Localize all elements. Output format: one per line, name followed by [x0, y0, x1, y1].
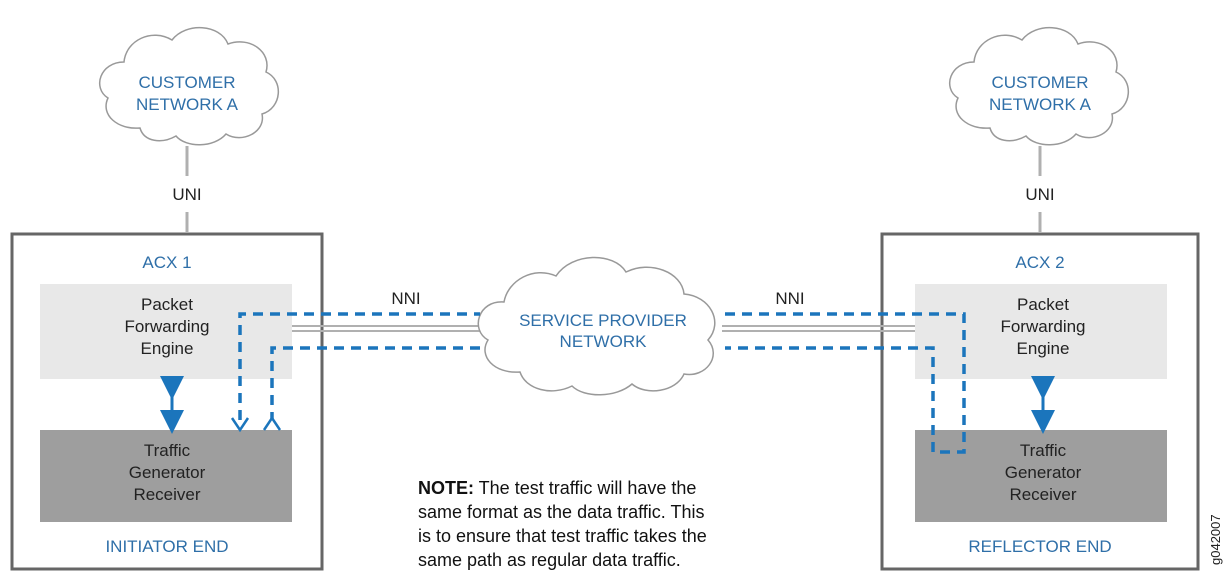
- right-tgr-block: [915, 430, 1167, 522]
- service-provider-line2: NETWORK: [560, 332, 648, 351]
- left-customer-cloud: CUSTOMER NETWORK A: [98, 26, 280, 146]
- note-line1-rest: The test traffic will have the: [474, 478, 696, 498]
- note-line3: is to ensure that test traffic takes the: [418, 526, 707, 546]
- left-nni-label: NNI: [391, 289, 420, 308]
- right-device-title: ACX 2: [1015, 253, 1064, 272]
- down-arrowhead-icon: [230, 417, 250, 433]
- right-customer-cloud: CUSTOMER NETWORK A: [948, 26, 1130, 146]
- note-line2: same format as the data traffic. This: [418, 502, 704, 522]
- left-device-acx1: ACX 1 Packet Forwarding Engine Traffic G…: [10, 232, 324, 571]
- nni-links: [292, 325, 915, 332]
- reflector-loop-path: [725, 312, 966, 454]
- left-pfe-line2: Forwarding: [124, 317, 209, 336]
- note-line1: NOTE: The test traffic will have the: [418, 478, 696, 498]
- initiator-outbound-path: [238, 312, 480, 420]
- right-end-label: REFLECTOR END: [968, 537, 1111, 556]
- up-arrowhead-icon: [262, 415, 282, 431]
- right-cloud-line2: NETWORK A: [989, 95, 1092, 114]
- left-end-label: INITIATOR END: [105, 537, 228, 556]
- left-tgr-line1: Traffic: [144, 441, 191, 460]
- right-cloud-line1: CUSTOMER: [992, 73, 1089, 92]
- test-traffic-path: [238, 312, 966, 454]
- right-uni-label: UNI: [1025, 185, 1054, 204]
- right-pfe-block: [915, 284, 1167, 379]
- right-device-acx2: ACX 2 Packet Forwarding Engine Traffic G…: [880, 232, 1200, 571]
- note-line4: same path as regular data traffic.: [418, 550, 681, 570]
- right-pfe-line1: Packet: [1017, 295, 1069, 314]
- note-block: NOTE: The test traffic will have the sam…: [418, 478, 707, 570]
- left-tgr-block: [40, 430, 292, 522]
- left-uni-label: UNI: [172, 185, 201, 204]
- service-provider-line1: SERVICE PROVIDER: [519, 311, 687, 330]
- right-pfe-line2: Forwarding: [1000, 317, 1085, 336]
- service-provider-cloud: SERVICE PROVIDER NETWORK: [477, 256, 716, 396]
- initiator-return-path: [270, 346, 480, 420]
- figure-id: g042007: [1208, 514, 1223, 565]
- left-tgr-line3: Receiver: [133, 485, 200, 504]
- left-pfe-line1: Packet: [141, 295, 193, 314]
- left-pfe-line3: Engine: [141, 339, 194, 358]
- right-nni-label: NNI: [775, 289, 804, 308]
- left-cloud-line2: NETWORK A: [136, 95, 239, 114]
- left-pfe-block: [40, 284, 292, 379]
- right-tgr-line1: Traffic: [1020, 441, 1067, 460]
- left-tgr-line2: Generator: [129, 463, 206, 482]
- right-pfe-line3: Engine: [1017, 339, 1070, 358]
- right-tgr-line3: Receiver: [1009, 485, 1076, 504]
- left-cloud-line1: CUSTOMER: [139, 73, 236, 92]
- left-device-title: ACX 1: [142, 253, 191, 272]
- right-tgr-line2: Generator: [1005, 463, 1082, 482]
- note-prefix: NOTE:: [418, 478, 474, 498]
